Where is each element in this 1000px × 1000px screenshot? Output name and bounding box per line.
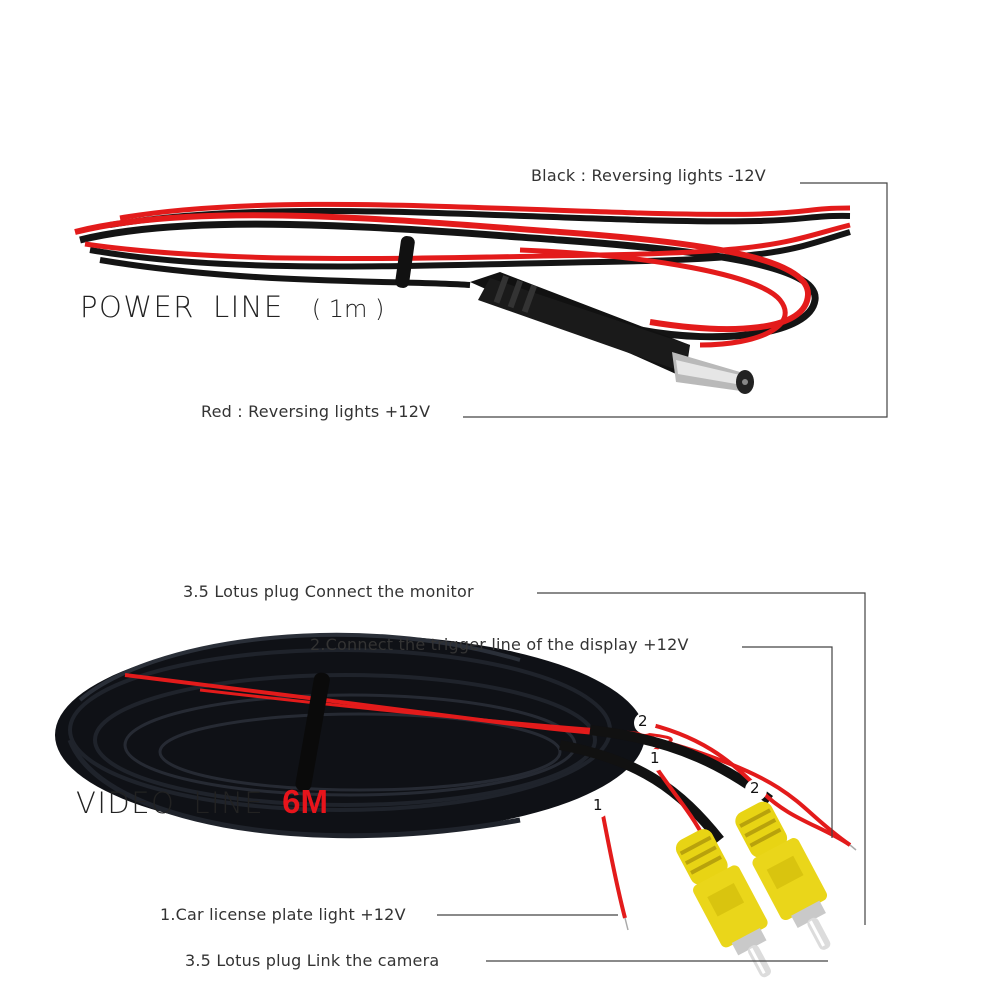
marker-2-connector [745, 779, 767, 801]
marker-label: 1 [650, 749, 660, 767]
trigger-line-label: 2.Connect the trigger line of the displa… [310, 635, 689, 654]
video-length-badge: 6M [282, 783, 328, 820]
power-length: ( 1m ) [311, 295, 385, 323]
plate-light-label: 1.Car license plate light +12V [160, 905, 406, 924]
power-line-title: POWER LINE ( 1m ) [80, 290, 384, 324]
marker-label: 2 [638, 712, 648, 730]
monitor-plug-label: 3.5 Lotus plug Connect the monitor [183, 582, 474, 601]
marker-1-low [587, 796, 609, 818]
power-leader-lines [463, 182, 888, 418]
marker-label: 1 [593, 796, 603, 814]
video-title-word1: VIDEO [76, 786, 176, 820]
marker-2-top [634, 712, 656, 734]
video-cable-icon [55, 632, 857, 978]
marker-1-mid [644, 749, 666, 771]
video-leader-lines [437, 592, 866, 962]
red-wire-label: Red : Reversing lights +12V [201, 402, 431, 421]
video-line-title: VIDEO LINE 6M [76, 783, 328, 821]
power-title-word1: POWER [80, 290, 195, 324]
power-title-word2: LINE [212, 290, 284, 324]
camera-plug-label: 3.5 Lotus plug Link the camera [185, 951, 440, 970]
marker-label: 2 [750, 779, 760, 797]
power-cable-icon [74, 201, 851, 394]
black-wire-label: Black : Reversing lights -12V [531, 166, 766, 185]
video-title-word2: LINE [193, 786, 265, 820]
